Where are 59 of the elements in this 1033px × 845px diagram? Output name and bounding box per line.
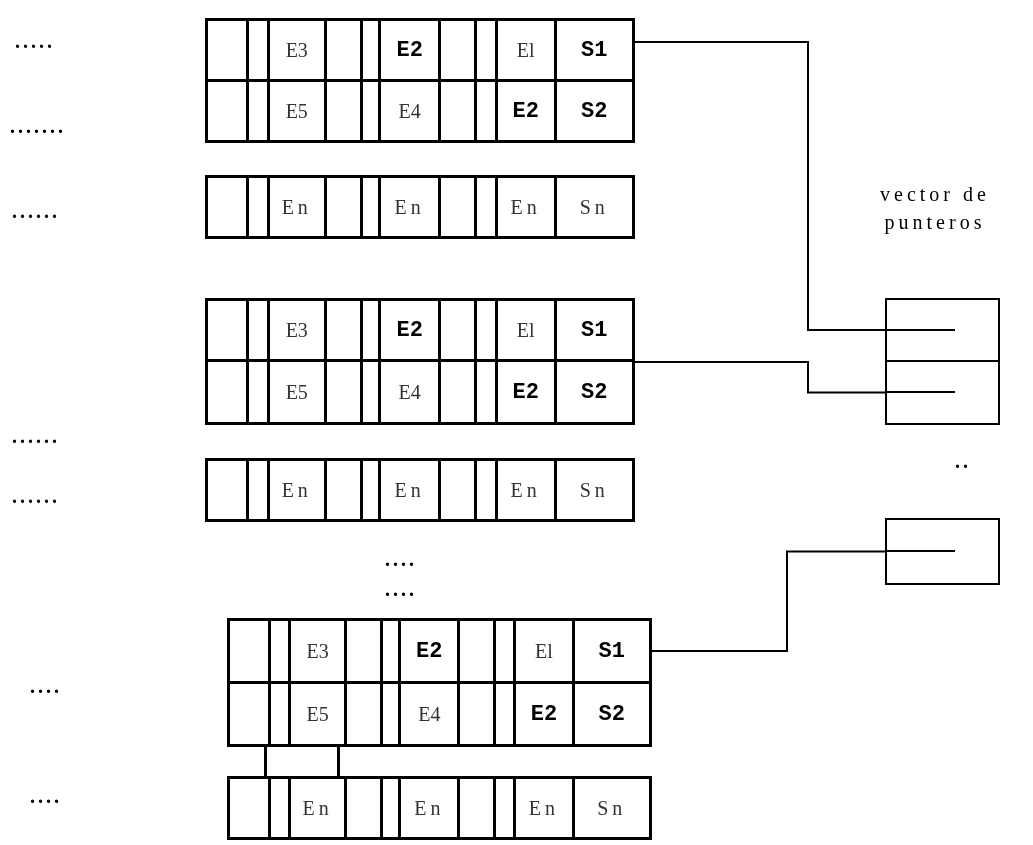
table-row: [205, 79, 635, 143]
cell-text: Sn: [597, 796, 627, 820]
cell-text: E4: [398, 99, 421, 123]
cell-text: E2: [512, 379, 539, 405]
cell-text: Sn: [579, 195, 609, 219]
cell-text: E2: [396, 37, 423, 63]
cell-text: E2: [512, 98, 539, 124]
cell-text: E3: [306, 639, 329, 663]
table-row: [205, 18, 635, 82]
cell-text: E3: [285, 38, 308, 62]
cell-text: E4: [398, 380, 421, 404]
ellipsis-dots: ..: [955, 450, 971, 473]
cell-text: E2: [530, 701, 558, 727]
ellipsis-dots: ....: [30, 675, 62, 698]
cell-text: E5: [285, 99, 308, 123]
cell-text: S1: [598, 638, 625, 664]
cell-text: E2: [396, 317, 423, 343]
ellipsis-dots: ....: [385, 548, 417, 571]
table-row: [205, 458, 635, 522]
ellipsis-dots: .....: [15, 30, 55, 53]
cell-text: S1: [581, 37, 608, 63]
cell-text: S2: [598, 701, 625, 727]
pointer-cell: [885, 518, 1000, 585]
cell-text: En: [394, 195, 425, 219]
table-row: [205, 298, 635, 362]
table-row: [227, 618, 652, 684]
cell-text: El: [516, 318, 535, 342]
caption-text: vector de punteros: [879, 182, 991, 236]
table-row: [227, 776, 652, 840]
cell-text: En: [394, 478, 425, 502]
cell-text: En: [510, 195, 541, 219]
cell-text: El: [516, 38, 535, 62]
table-row: [205, 175, 635, 239]
cell-text: S2: [581, 98, 608, 124]
table-row: [227, 681, 652, 747]
cell-text: En: [281, 478, 312, 502]
cell-text: E2: [416, 638, 443, 664]
ellipsis-dots: ......: [12, 200, 60, 223]
pointer-cell: [885, 360, 1000, 425]
cell-text: En: [281, 195, 312, 219]
ellipsis-dots: ....: [385, 578, 417, 601]
ellipsis-dots: ....: [30, 785, 62, 808]
cell-text: En: [510, 478, 541, 502]
cell-text: El: [535, 639, 553, 663]
table-row: [205, 359, 635, 425]
cell-text: En: [414, 796, 445, 820]
cell-text: E3: [285, 318, 308, 342]
ellipsis-dots: ......: [12, 485, 60, 508]
cell-text: En: [302, 796, 333, 820]
pointer-cell: [885, 298, 1000, 362]
ellipsis-dots: ......: [12, 425, 60, 448]
cell-text: E4: [418, 702, 441, 726]
cell-text: S1: [581, 317, 608, 343]
cell-text: S2: [581, 379, 608, 405]
ellipsis-dots: .......: [10, 115, 66, 138]
cell-text: Sn: [579, 478, 609, 502]
cell-text: E5: [306, 702, 329, 726]
cell-text: E5: [285, 380, 308, 404]
cell-text: En: [528, 796, 560, 820]
